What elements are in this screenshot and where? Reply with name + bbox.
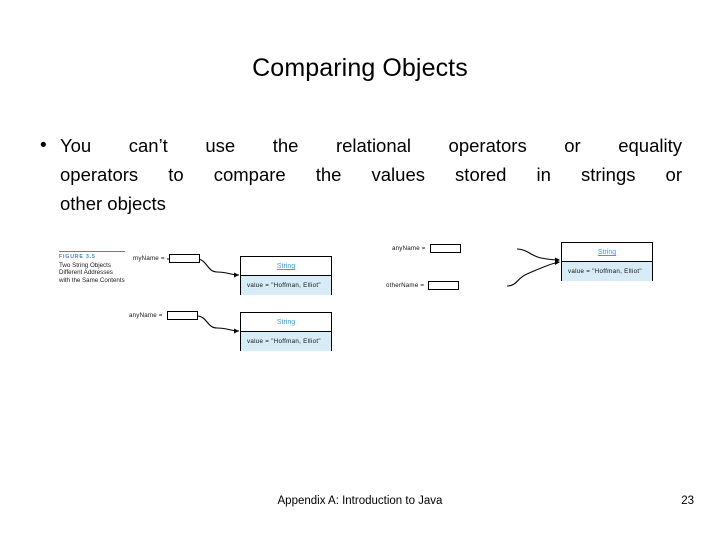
object-box-string-1: String value = "Hoffman, Elliot" [240, 256, 332, 295]
object-type-label: String [241, 313, 331, 332]
bullet-line: You can’t use the relational operators o… [60, 135, 682, 156]
object-field-value: value = "Hoffman, Elliot" [562, 262, 652, 281]
bullet-marker-icon: • [40, 135, 47, 156]
bullet-line: other objects [60, 193, 166, 214]
caption-line: Two String Objects [59, 261, 111, 269]
variable-anyname-right: anyName = [392, 244, 461, 253]
object-type-label: String [562, 243, 652, 262]
object-type-label: String [241, 257, 331, 276]
bullet-text: You can’t use the relational operators o… [60, 131, 682, 218]
bullet-item: • You can’t use the relational operators… [34, 131, 682, 218]
object-field-value: value = "Hoffman, Elliot" [241, 332, 331, 351]
figure-diagram: FIGURE 3.5 Two String Objects Different … [55, 228, 675, 363]
figure-description: Two String Objects Different Addresses w… [59, 262, 137, 285]
reference-cell [429, 244, 461, 253]
object-field-value: value = "Hoffman, Elliot" [241, 276, 331, 295]
caption-rule [59, 251, 125, 252]
figure-label: FIGURE 3.5 [59, 253, 96, 260]
variable-label: otherName = [386, 282, 425, 289]
variable-label: anyName = [129, 312, 163, 319]
variable-anyname-left: anyName = [129, 311, 198, 320]
page-title: Comparing Objects [252, 54, 468, 82]
caption-line: with the Same Contents [59, 276, 125, 284]
page-number: 23 [681, 495, 694, 507]
object-box-string-shared: String value = "Hoffman, Elliot" [561, 242, 653, 281]
bullet-line: operators to compare the values stored i… [60, 164, 682, 185]
footer-label: Appendix A: Introduction to Java [277, 495, 443, 507]
variable-label: anyName = [392, 245, 426, 252]
variable-label: myName = [133, 255, 165, 262]
reference-cell [168, 254, 200, 263]
figure-caption: FIGURE 3.5 Two String Objects Different … [59, 251, 137, 284]
variable-othername: otherName = [386, 281, 460, 290]
variable-myname: myName = [133, 254, 200, 263]
content-body: • You can’t use the relational operators… [34, 131, 682, 218]
object-box-string-2: String value = "Hoffman, Elliot" [240, 312, 332, 351]
caption-line: Different Addresses [59, 269, 113, 277]
reference-cell [428, 281, 460, 290]
reference-cell [166, 311, 198, 320]
